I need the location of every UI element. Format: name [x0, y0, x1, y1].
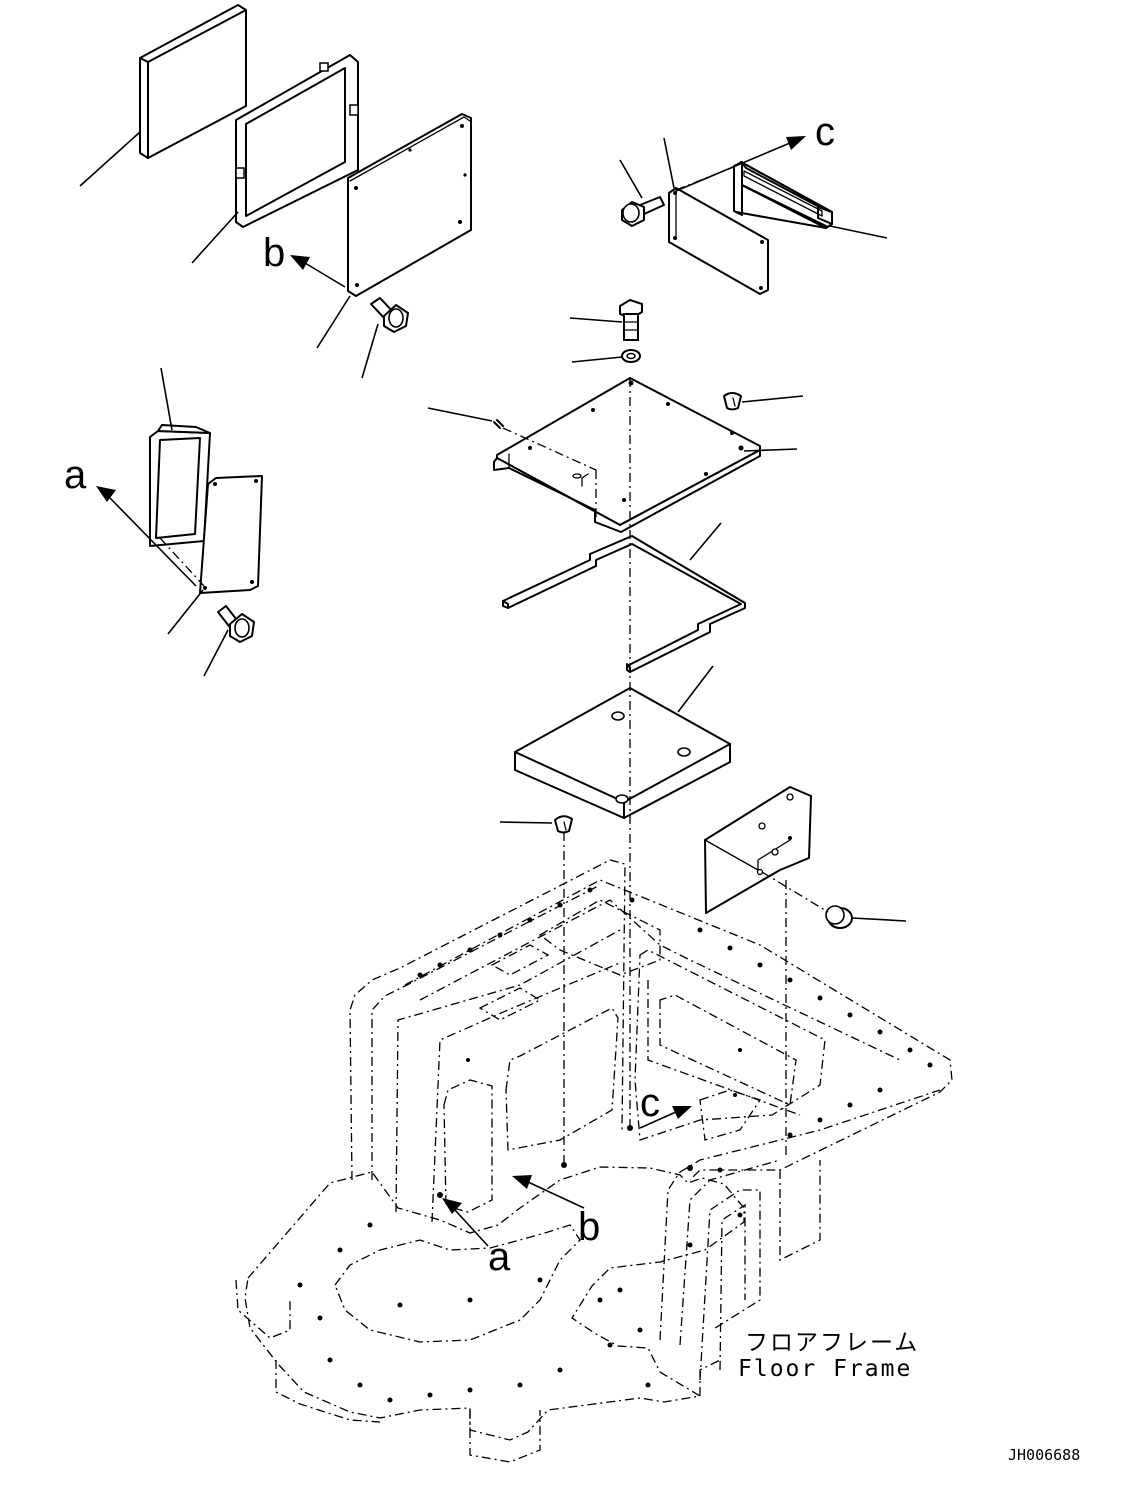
arrow-a-shaft [109, 497, 197, 587]
cover-plate-upper [347, 113, 472, 297]
leader-foam-pad [79, 131, 141, 187]
center-lines [159, 165, 787, 1165]
leader-washer [571, 356, 623, 363]
leader-plate-small [663, 137, 675, 189]
view-label-a-bottom: a [488, 1235, 511, 1279]
washer-center [621, 349, 641, 363]
view-label-b-top: b [263, 231, 285, 275]
leader-rubber-cap-lower [499, 821, 553, 824]
gasket-frame-small-upper [733, 161, 833, 229]
side-bracket [704, 786, 812, 914]
arrow-b-head [290, 255, 310, 270]
caption-japanese: フロアフレーム [745, 1330, 919, 1356]
left-cover-group: a [64, 367, 263, 677]
gasket-frame-upper [235, 54, 359, 228]
small-pin [493, 419, 504, 429]
center-stack-group [427, 299, 907, 929]
top-right-cover-group: c [619, 110, 888, 295]
flange-bolt-small-upper [621, 196, 665, 227]
leader-cover-plate [316, 295, 351, 349]
leader-bolt-small [619, 159, 643, 199]
leader-plate-left [167, 589, 204, 635]
rubber-cap-upper [723, 392, 742, 411]
cover-plate-small-left [199, 475, 263, 594]
leader-top-plate [743, 448, 798, 452]
rubber-cap-lower [554, 815, 573, 834]
leader-insulation-pad [677, 665, 714, 713]
arrow-c-head [786, 136, 806, 150]
seal-sheet [502, 535, 746, 673]
leader-grommet [851, 917, 907, 922]
frame-view-arrows: c a b [442, 1081, 692, 1279]
flange-bolt-small-left [217, 605, 255, 643]
cover-plate-small-upper [668, 187, 769, 295]
view-label-b-bottom: b [578, 1205, 600, 1249]
leader-gasket-small [829, 225, 888, 239]
gasket-frame-small-left [149, 424, 211, 547]
grommet-plug [825, 905, 853, 929]
arrow-a-head [96, 486, 116, 502]
view-label-c-bottom: c [640, 1081, 660, 1125]
leader-bolt [361, 323, 379, 379]
floor-frame [235, 859, 953, 1463]
document-id: JH006688 [1008, 1446, 1080, 1464]
flange-bolt-upper [370, 297, 409, 333]
foam-pad-upper [139, 4, 247, 159]
insulation-pad [514, 687, 731, 819]
top-left-panel-group: b [79, 4, 472, 379]
leader-gasket [191, 211, 239, 264]
view-label-a-top: a [64, 453, 87, 497]
top-plate [493, 377, 761, 533]
leader-rubber-cap-upper [741, 395, 804, 403]
hex-bolt-center [619, 299, 643, 341]
frame-caption: フロアフレーム Floor Frame [738, 1330, 919, 1382]
caption-english: Floor Frame [738, 1356, 912, 1382]
leader-seal-sheet [689, 522, 722, 561]
leader-bolt-left [203, 629, 229, 677]
view-label-c-top: c [815, 110, 835, 154]
centerline-grommet [761, 871, 829, 913]
leader-gasket-left [160, 367, 173, 431]
leader-hex-bolt [569, 317, 623, 323]
leader-pin [427, 407, 493, 422]
frame-holes [297, 887, 933, 1403]
arrow-b-shaft [304, 262, 346, 288]
